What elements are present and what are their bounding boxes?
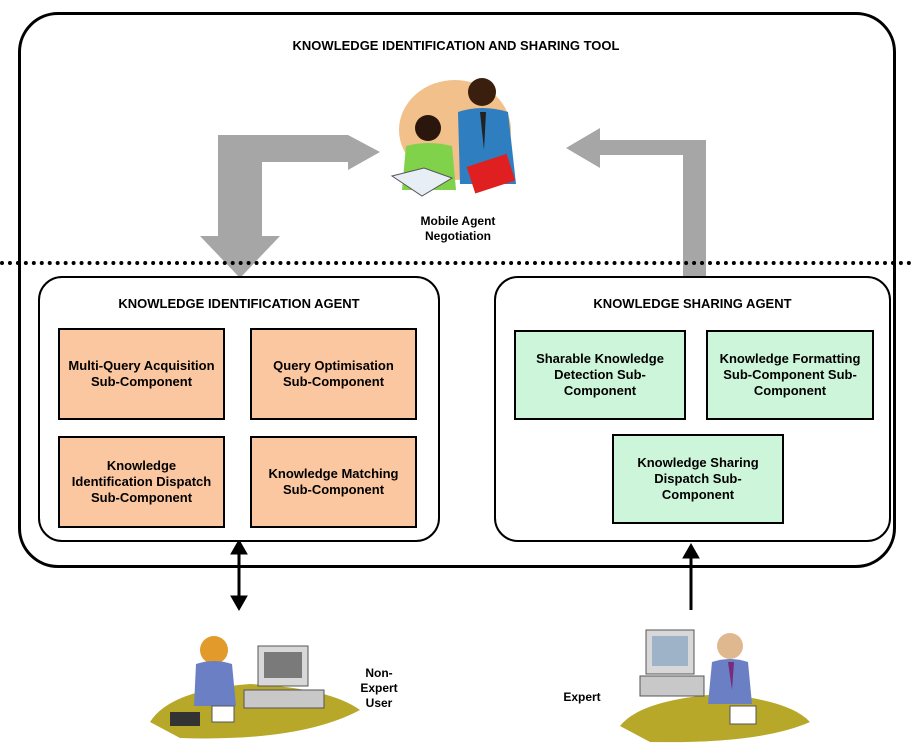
knowledge-identification-agent: KNOWLEDGE IDENTIFICATION AGENT Multi-Que… (38, 276, 440, 542)
knowledge-sharing-dispatch-component: Knowledge Sharing Dispatch Sub-Component (612, 434, 784, 524)
identification-agent-title: KNOWLEDGE IDENTIFICATION AGENT (118, 296, 360, 311)
tool-title: KNOWLEDGE IDENTIFICATION AND SHARING TOO… (292, 38, 620, 53)
non-expert-user-label: Non-Expert User (360, 666, 398, 710)
query-optimisation-component: Query Optimisation Sub-Component (250, 328, 417, 420)
negotiation-label: Mobile Agent Negotiation (420, 214, 496, 243)
multi-query-acquisition-component: Multi-Query Acquisition Sub-Component (58, 328, 225, 420)
expert-upward-arrow (682, 542, 700, 610)
non-expert-user-icon (150, 636, 360, 739)
sharing-agent-title: KNOWLEDGE SHARING AGENT (593, 296, 792, 311)
non-expert-bidirectional-arrow (230, 538, 248, 612)
boundary-dotted-line (0, 261, 912, 265)
negotiation-to-identification-arrow (200, 135, 380, 278)
expert-label: Expert (563, 690, 601, 704)
expert-user-icon (620, 629, 810, 743)
knowledge-formatting-component: Knowledge Formatting Sub-Component Sub-C… (706, 330, 874, 420)
knowledge-identification-dispatch-component: Knowledge Identification Dispatch Sub-Co… (58, 436, 225, 528)
negotiating-people-icon (390, 78, 516, 197)
tool-boundary (18, 12, 896, 568)
sharable-knowledge-detection-component: Sharable Knowledge Detection Sub-Compone… (514, 330, 686, 420)
knowledge-sharing-agent: KNOWLEDGE SHARING AGENT Sharable Knowled… (494, 276, 891, 542)
knowledge-matching-component: Knowledge Matching Sub-Component (250, 436, 417, 528)
sharing-to-negotiation-arrow (566, 128, 706, 278)
